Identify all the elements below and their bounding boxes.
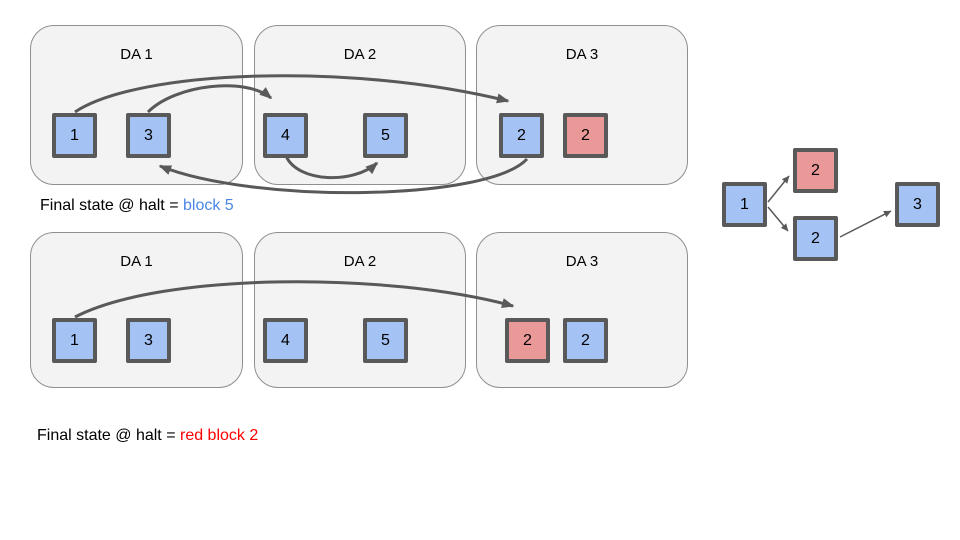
dag-node-2-blue: 2 (793, 216, 838, 261)
top-da3-block-2-red: 2 (563, 113, 608, 158)
caption-bottom: Final state @ halt = red block 2 (37, 427, 258, 445)
da1-container-top: DA 1 (30, 25, 243, 185)
da3-container-top: DA 3 (476, 25, 688, 185)
da2-container-top: DA 2 (254, 25, 466, 185)
dag-edge-2blue-to-3 (839, 210, 892, 238)
caption-top: Final state @ halt = block 5 (40, 197, 234, 215)
dag-node-1: 1 (722, 182, 767, 227)
da2-label-top: DA 2 (343, 46, 377, 63)
top-da1-block-1: 1 (52, 113, 97, 158)
bottom-da1-block-1: 1 (52, 318, 97, 363)
caption-bottom-prefix: Final state @ halt = (37, 427, 180, 444)
da1-label-bottom: DA 1 (120, 253, 153, 270)
top-da3-block-2-blue: 2 (499, 113, 544, 158)
caption-top-prefix: Final state @ halt = (40, 197, 183, 214)
top-da2-block-5: 5 (363, 113, 408, 158)
caption-bottom-result: red block 2 (179, 427, 259, 444)
top-da1-block-3: 3 (126, 113, 171, 158)
dag-edge-1-to-2red (767, 175, 790, 203)
da1-label-top: DA 1 (120, 46, 153, 63)
da2-label-bottom: DA 2 (343, 253, 377, 270)
da1-container-bottom: DA 1 (30, 232, 243, 388)
da3-label-bottom: DA 3 (565, 253, 599, 270)
da3-container-bottom: DA 3 (476, 232, 688, 388)
da3-label-top: DA 3 (565, 46, 599, 63)
bottom-da3-block-2-red: 2 (505, 318, 550, 363)
bottom-da2-block-5: 5 (363, 318, 408, 363)
bottom-da1-block-3: 3 (126, 318, 171, 363)
top-da2-block-4: 4 (263, 113, 308, 158)
caption-top-result: block 5 (182, 197, 234, 214)
bottom-da3-block-2-blue: 2 (563, 318, 608, 363)
dag-node-2-red: 2 (793, 148, 838, 193)
bottom-da2-block-4: 4 (263, 318, 308, 363)
dag-edge-1-to-2blue (767, 206, 789, 232)
da2-container-bottom: DA 2 (254, 232, 466, 388)
dag-node-3: 3 (895, 182, 940, 227)
